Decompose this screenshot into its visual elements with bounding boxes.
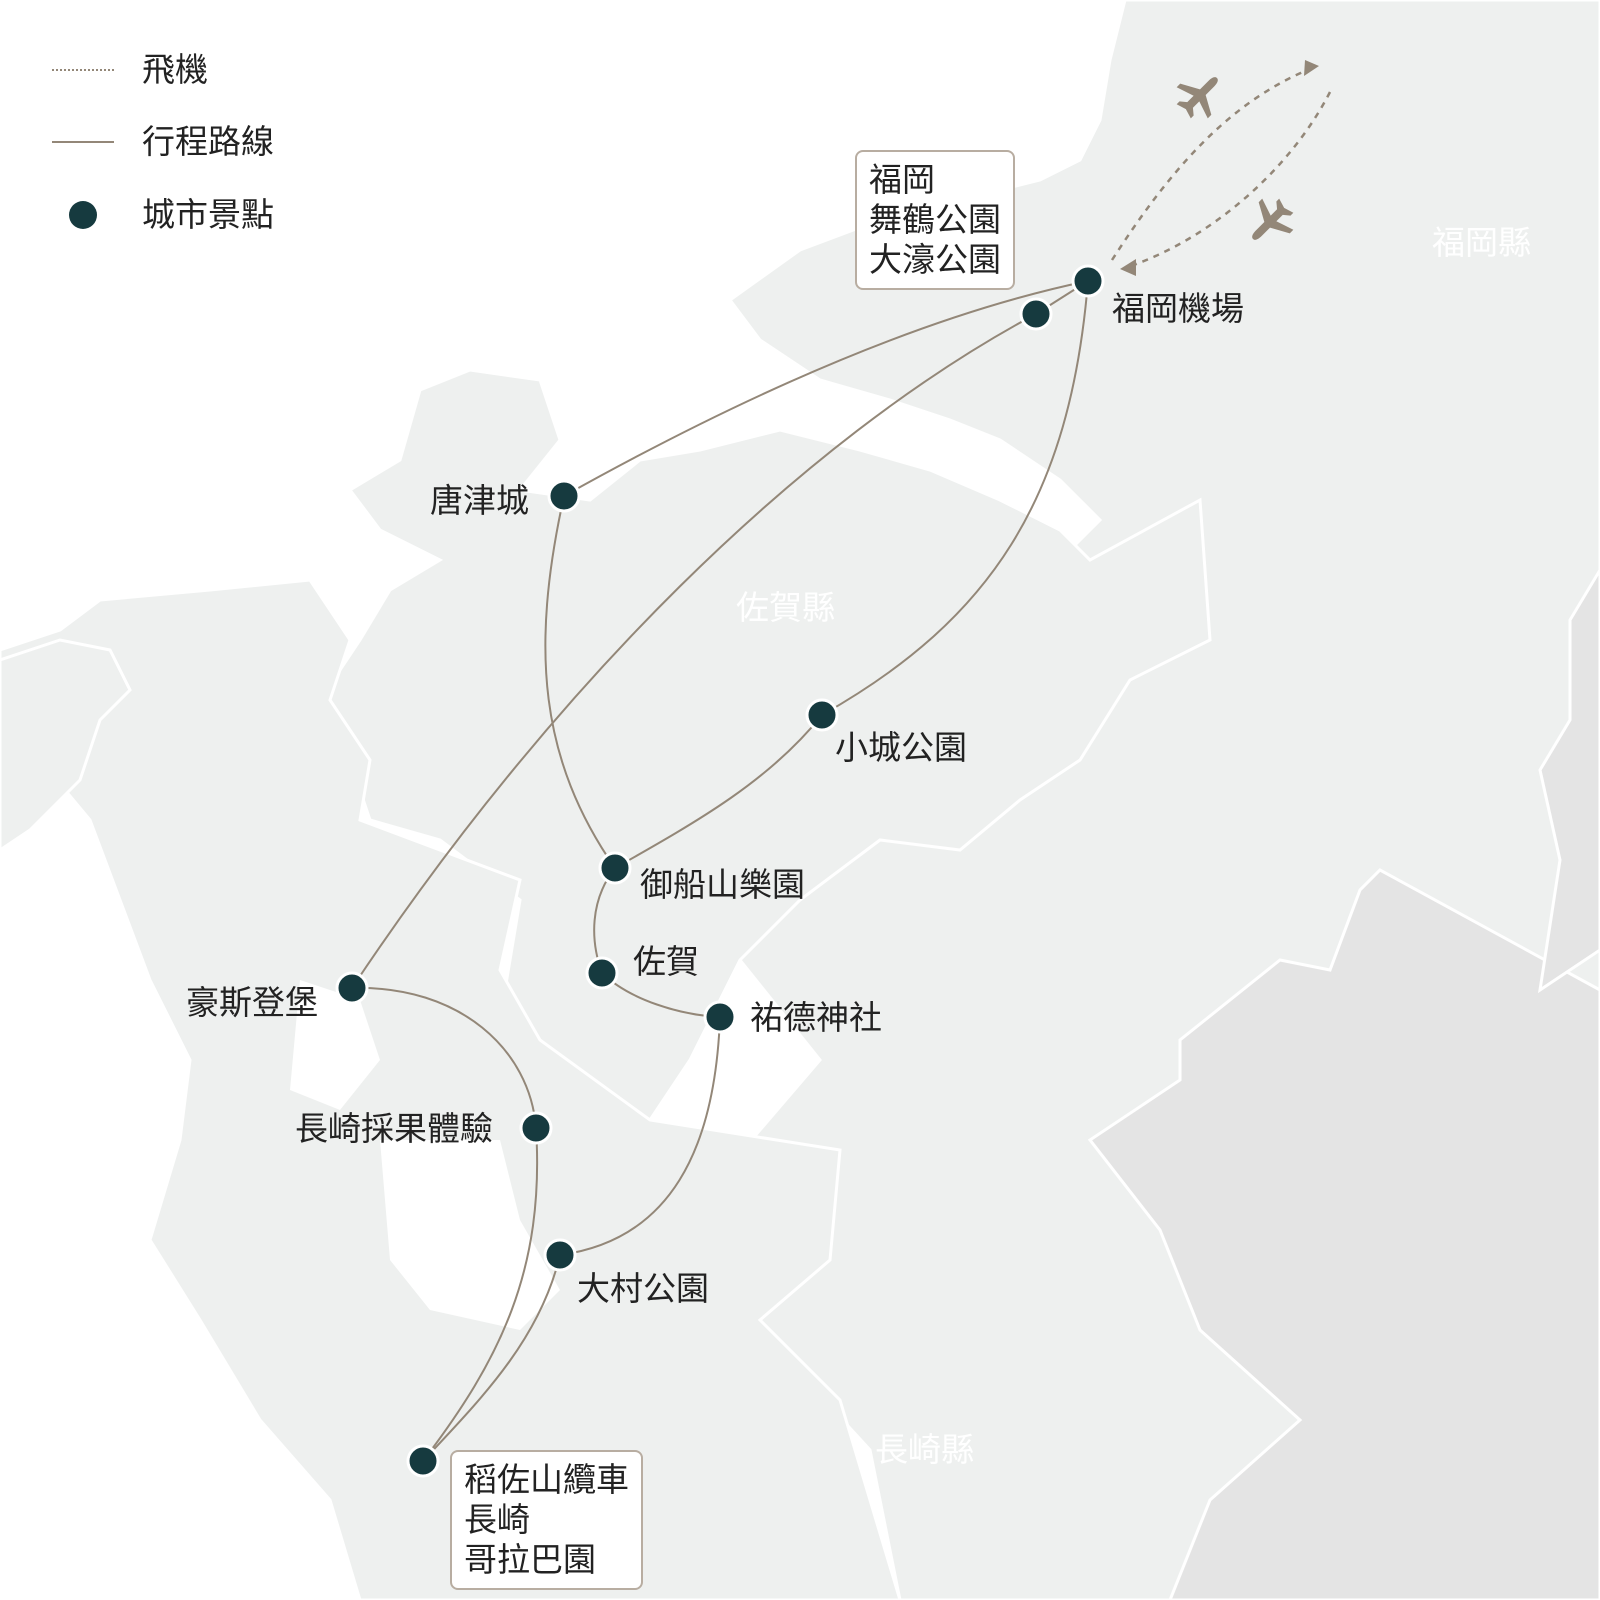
legend-spot: 城市景點 — [48, 185, 348, 245]
marker-saga[interactable] — [585, 956, 619, 990]
legend-route-symbol — [48, 112, 118, 172]
marker-nagasaki[interactable] — [406, 1444, 440, 1478]
place-label-fukuoka-airport: 福岡機場 — [1112, 289, 1244, 328]
marker-fukuoka-city[interactable] — [1019, 297, 1053, 331]
place-label-nagasaki-fruit: 長崎採果體驗 — [295, 1109, 493, 1148]
place-label-karatsu-castle: 唐津城 — [430, 481, 529, 520]
land-island-west — [0, 638, 132, 852]
place-label-huis-ten-bosch: 豪斯登堡 — [186, 983, 318, 1022]
sea-inlet — [290, 980, 380, 1110]
spot-markers — [335, 264, 1105, 1478]
callout-fukuoka-line: 大濠公園 — [869, 240, 1001, 279]
callout-nagasaki-line: 稻佐山纜車 — [464, 1460, 629, 1499]
marker-karatsu-castle[interactable] — [547, 479, 581, 513]
legend-flight: 飛機 — [48, 40, 348, 100]
callout-fukuoka: 福岡 舞鶴公園 大濠公園 — [855, 150, 1015, 290]
place-label-ogi-park: 小城公園 — [835, 728, 967, 767]
marker-nagasaki-fruit[interactable] — [519, 1111, 553, 1145]
route-ogi-mifuneyama — [614, 714, 823, 869]
callout-fukuoka-line: 舞鶴公園 — [869, 200, 1001, 239]
flight-arc-outbound-arrow — [1304, 60, 1319, 76]
callout-nagasaki-line: 哥拉巴園 — [464, 1540, 596, 1579]
legend-flight-symbol — [48, 40, 118, 100]
airplane-icon — [1176, 77, 1218, 119]
sea-inlet-omura — [380, 1140, 560, 1330]
place-label-mifuneyama: 御船山樂園 — [640, 865, 805, 904]
route-karatsu-mifuneyama — [544, 495, 616, 869]
flight-paths — [1110, 60, 1332, 276]
route-omura-nagasaki — [422, 1254, 561, 1462]
marker-omura-park[interactable] — [543, 1238, 577, 1272]
flight-arc-inbound-arrow — [1120, 259, 1136, 276]
marker-ogi-park[interactable] — [805, 698, 839, 732]
region-label-nagasaki: 長崎縣 — [875, 1430, 974, 1469]
place-label-yutoku-shrine: 祐德神社 — [750, 998, 882, 1037]
callout-nagasaki: 稻佐山纜車 長崎 哥拉巴園 — [450, 1450, 643, 1590]
route-yutoku-omura — [559, 1016, 721, 1256]
land-far-northeast — [1537, 567, 1600, 994]
flight-arc-inbound — [1124, 91, 1332, 270]
route-fruit-nagasaki — [422, 1127, 539, 1462]
flight-arc-outbound — [1110, 65, 1316, 261]
route-airport-karatsu — [563, 280, 1089, 497]
legend-spot-symbol — [48, 185, 118, 245]
region-label-fukuoka: 福岡縣 — [1432, 223, 1531, 262]
marker-mifuneyama[interactable] — [598, 851, 632, 885]
legend-route-label: 行程路線 — [142, 122, 274, 161]
legend-flight-label: 飛機 — [142, 50, 208, 89]
land-saga — [318, 368, 1212, 1122]
airplane-icon — [1252, 198, 1294, 240]
place-label-saga: 佐賀 — [633, 942, 699, 981]
legend-route: 行程路線 — [48, 112, 348, 172]
place-label-omura-park: 大村公園 — [577, 1269, 709, 1308]
marker-yutoku-shrine[interactable] — [703, 1000, 737, 1034]
route-hakata-huisten — [351, 313, 1037, 989]
land-nagasaki — [0, 578, 902, 1600]
marker-huis-ten-bosch[interactable] — [335, 971, 369, 1005]
callout-fukuoka-line: 福岡 — [869, 160, 935, 199]
route-airport-ogi — [821, 280, 1089, 716]
marker-fukuoka-airport[interactable] — [1071, 264, 1105, 298]
region-label-saga: 佐賀縣 — [736, 588, 835, 627]
land-far-east — [1087, 868, 1600, 1600]
legend-spot-label: 城市景點 — [142, 195, 274, 234]
route-huisten-fruit — [351, 986, 537, 1129]
callout-nagasaki-line: 長崎 — [464, 1500, 530, 1539]
